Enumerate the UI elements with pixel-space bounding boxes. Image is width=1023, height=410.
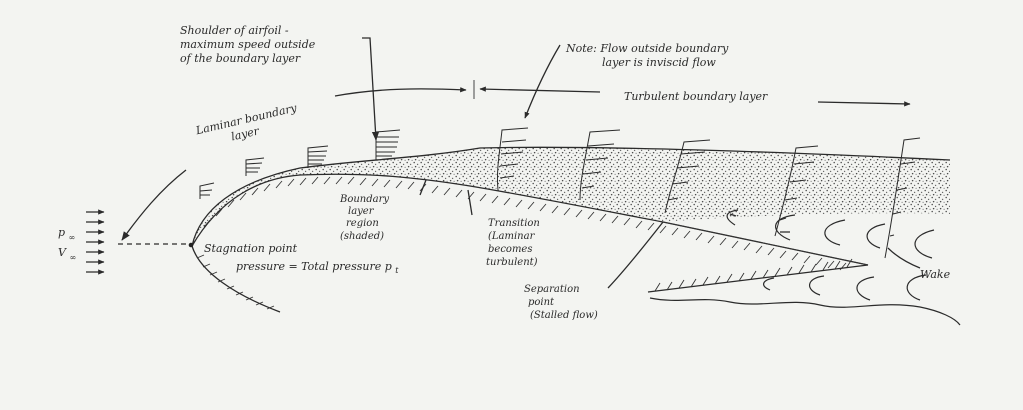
boundary-layer-region [192,147,950,246]
laminar-leader [121,169,187,241]
turbulent-label: Turbulent boundary layer [624,90,768,103]
wake-lower-edge [662,221,869,266]
stagnation-point-marker [188,242,194,248]
laminar-label: Laminar boundary layer [194,101,305,152]
note-leader [524,44,561,119]
shoulder-label: Shoulder of airfoil - maximum speed outs… [180,24,319,65]
boundary-region-leader [419,179,427,196]
boundary-layer-edge [191,146,951,247]
velocity-profiles-laminar [199,129,401,199]
transition-label: Transition (Laminar becomes turbulent) [486,218,543,268]
separation-lower-line [647,264,869,293]
turbulent-arrow-right [817,101,911,107]
stagnation-label: Stagnation point pressure = Total pressu… [204,242,399,275]
note-label: Note: Flow outside boundary layer is inv… [565,42,732,69]
boundary-region-label: Boundary layer region (shaded) [339,194,392,242]
airfoil-upper-surface [191,173,869,266]
wake-label: Wake [920,268,951,281]
p-inf-label: p ∞ [58,226,75,242]
velocity-profiles-turbulent [497,127,921,259]
transition-leader [467,189,473,216]
separation-leader [607,221,664,289]
wake-leader [887,247,921,269]
lower-surface-hatching [196,254,275,310]
turbulent-arrow-left [479,86,601,93]
laminar-span-arrow [334,87,467,97]
separation-lower-hatching [654,258,853,292]
separation-label: Separation point (Stalled flow) [524,284,598,321]
wake-eddies [649,209,961,326]
v-inf-label: V ∞ [58,246,76,262]
shoulder-leader [362,37,380,141]
airfoil-lower-surface [191,245,281,313]
free-stream-arrows [86,209,105,275]
